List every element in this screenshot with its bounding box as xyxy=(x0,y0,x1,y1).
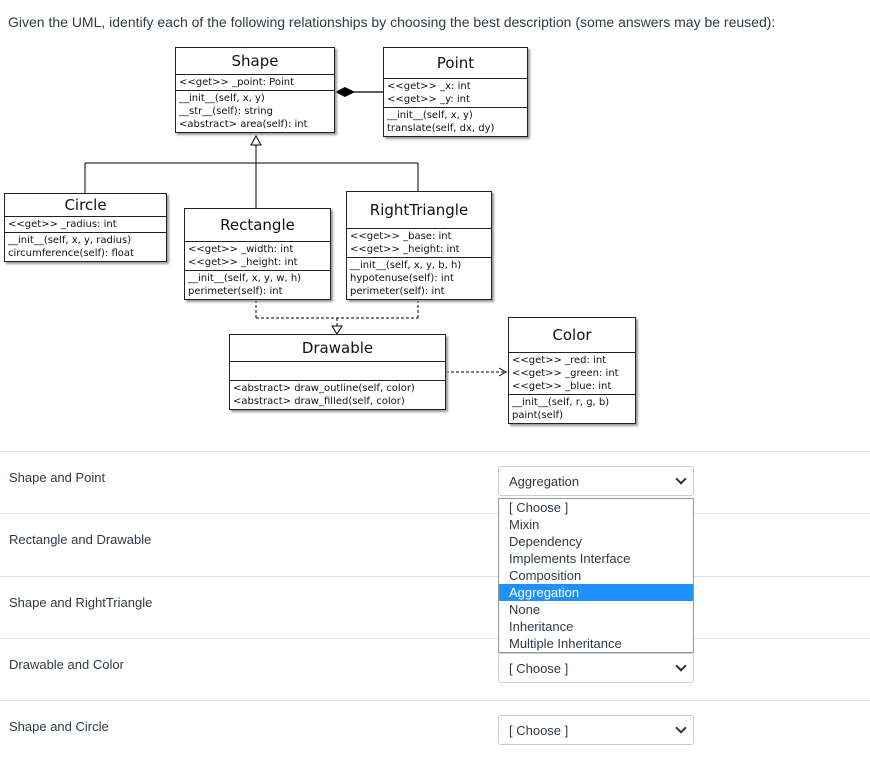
class-name: Shape xyxy=(176,48,334,75)
method: __init__(self, x, y, b, h) xyxy=(350,260,462,271)
methods: __init__(self, x, y) translate(self, dx,… xyxy=(384,108,527,136)
row-label: Shape and RightTriangle xyxy=(9,595,153,610)
select-value: Aggregation xyxy=(509,474,580,489)
composition-diamond-icon xyxy=(335,87,355,97)
uml-diagram: Shape <<get>> _point: Point __init__(sel… xyxy=(4,47,636,424)
attr: <<get>> _point: Point xyxy=(179,77,294,88)
uml-class-rectangle: Rectangle <<get>> _width: int <<get>> _h… xyxy=(184,208,331,300)
attrs xyxy=(230,362,445,381)
class-name: Circle xyxy=(5,194,166,217)
question-text: Given the UML, identify each of the foll… xyxy=(8,14,776,30)
method: circumference(self): float xyxy=(8,248,134,259)
chevron-down-icon xyxy=(675,473,687,485)
attrs: <<get>> _radius: int xyxy=(5,217,166,233)
method: <abstract> draw_filled(self, color) xyxy=(233,396,405,407)
answer-row: Rectangle and Drawable xyxy=(0,513,870,576)
uml-class-righttriangle: RightTriangle <<get>> _base: int <<get>>… xyxy=(346,191,492,300)
uml-class-point: Point <<get>> _x: int <<get>> _y: int __… xyxy=(383,47,528,137)
method: <abstract> area(self): int xyxy=(179,119,308,130)
dropdown-option[interactable]: Mixin xyxy=(509,517,540,532)
uml-class-drawable: Drawable <abstract> draw_outline(self, c… xyxy=(229,334,446,410)
method: __init__(self, x, y) xyxy=(179,93,265,104)
method: perimeter(self): int xyxy=(188,286,283,297)
attr: <<get>> _y: int xyxy=(387,94,470,105)
method: __init__(self, r, g, b) xyxy=(512,397,610,408)
dependency-arrow-icon xyxy=(498,367,508,377)
dropdown-option[interactable]: Dependency xyxy=(509,534,582,549)
method: hypotenuse(self): int xyxy=(350,273,454,284)
dropdown-option[interactable]: Implements Interface xyxy=(509,551,631,566)
method: translate(self, dx, dy) xyxy=(387,123,495,134)
attrs: <<get>> _point: Point xyxy=(176,75,334,91)
dropdown-option[interactable]: Multiple Inheritance xyxy=(509,636,622,651)
class-name: Color xyxy=(509,318,635,353)
row-label: Shape and Circle xyxy=(9,719,109,734)
answer-row: Shape and Circle xyxy=(0,700,870,763)
class-name: RightTriangle xyxy=(347,192,491,229)
methods: __init__(self, x, y, b, h) hypotenuse(se… xyxy=(347,258,491,299)
row-label: Shape and Point xyxy=(9,470,106,485)
method: paint(self) xyxy=(512,410,563,421)
attrs: <<get>> _red: int <<get>> _green: int <<… xyxy=(509,353,635,395)
attr: <<get>> _height: int xyxy=(350,244,460,255)
methods: <abstract> draw_outline(self, color) <ab… xyxy=(230,381,445,409)
attr: <<get>> _x: int xyxy=(387,81,471,92)
uml-class-circle: Circle <<get>> _radius: int __init__(sel… xyxy=(4,193,167,262)
dropdown-option-highlighted[interactable]: Aggregation xyxy=(499,584,693,601)
uml-class-shape: Shape <<get>> _point: Point __init__(sel… xyxy=(175,47,335,133)
answer-row: Shape and RightTriangle xyxy=(0,576,870,639)
relationship-dropdown-list[interactable]: [ Choose ] Mixin Dependency Implements I… xyxy=(498,498,694,653)
attr: <<get>> _height: int xyxy=(188,257,298,268)
select-value: [ Choose ] xyxy=(509,723,569,738)
chevron-down-icon xyxy=(675,660,687,672)
class-name: Point xyxy=(384,48,527,79)
dropdown-option[interactable]: Composition xyxy=(509,568,582,583)
methods: __init__(self, x, y, w, h) perimeter(sel… xyxy=(185,271,330,299)
attr: <<get>> _blue: int xyxy=(512,381,612,392)
dropdown-option[interactable]: None xyxy=(509,602,541,617)
methods: __init__(self, x, y) __str__(self): stri… xyxy=(176,91,334,132)
inheritance-arrow-icon xyxy=(250,134,262,146)
attr: <<get>> _radius: int xyxy=(8,219,117,230)
row-label: Rectangle and Drawable xyxy=(9,532,152,547)
method: perimeter(self): int xyxy=(350,286,445,297)
attr: <<get>> _base: int xyxy=(350,231,452,242)
method: <abstract> draw_outline(self, color) xyxy=(233,383,415,394)
method: __init__(self, x, y, radius) xyxy=(8,235,132,246)
method: __init__(self, x, y) xyxy=(387,110,473,121)
relationship-select-5[interactable]: [ Choose ] xyxy=(498,715,694,745)
methods: __init__(self, x, y, radius) circumferen… xyxy=(5,233,166,261)
attrs: <<get>> _base: int <<get>> _height: int xyxy=(347,229,491,258)
attr: <<get>> _width: int xyxy=(188,244,294,255)
row-label: Drawable and Color xyxy=(9,657,124,672)
dropdown-option[interactable]: [ Choose ] xyxy=(509,500,569,515)
class-name: Drawable xyxy=(230,335,445,362)
attrs: <<get>> _width: int <<get>> _height: int xyxy=(185,242,330,271)
attrs: <<get>> _x: int <<get>> _y: int xyxy=(384,79,527,108)
uml-class-color: Color <<get>> _red: int <<get>> _green: … xyxy=(508,317,636,424)
method: __str__(self): string xyxy=(179,106,273,117)
dropdown-option[interactable]: Inheritance xyxy=(509,619,574,634)
methods: __init__(self, r, g, b) paint(self) xyxy=(509,395,635,423)
realization-arrow-icon xyxy=(331,325,343,335)
relationship-select-4[interactable]: [ Choose ] xyxy=(498,653,694,683)
method: __init__(self, x, y, w, h) xyxy=(188,273,302,284)
answer-row: Shape and Point xyxy=(0,451,870,514)
attr: <<get>> _red: int xyxy=(512,355,607,366)
chevron-down-icon xyxy=(675,722,687,734)
answer-row: Drawable and Color xyxy=(0,638,870,701)
class-name: Rectangle xyxy=(185,209,330,242)
select-value: [ Choose ] xyxy=(509,661,569,676)
uml-connectors xyxy=(84,87,508,377)
attr: <<get>> _green: int xyxy=(512,368,619,379)
relationship-select-1[interactable]: Aggregation xyxy=(498,466,694,496)
